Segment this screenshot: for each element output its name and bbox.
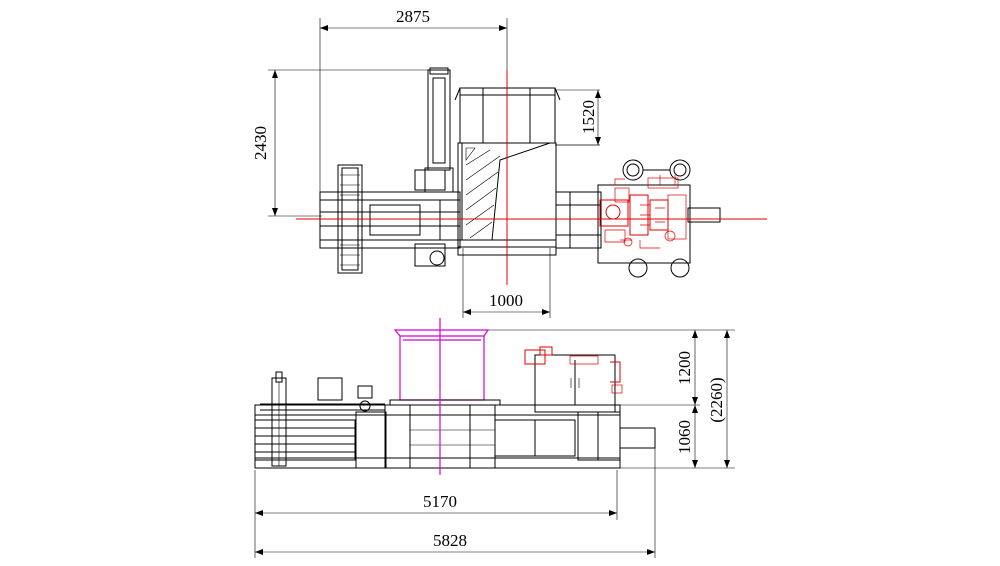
dimension-label-1000: 1000	[489, 291, 523, 310]
output-section-top	[555, 144, 602, 249]
dimension-5170: 5170	[254, 470, 618, 558]
top-centerlines	[296, 70, 767, 285]
dimension-1000: 1000	[462, 248, 551, 318]
hydraulic-unit-side	[524, 346, 623, 413]
dimension-label-5828: 5828	[433, 531, 467, 550]
dimension-2875: 2875	[319, 7, 508, 215]
dimension-1520: 1520	[555, 89, 601, 146]
main-frame-side	[254, 399, 656, 469]
dimension-label-2260: (2260)	[707, 377, 726, 422]
side-view: 1200 1060 (2260) 5170 5828	[254, 318, 735, 558]
hopper-side	[393, 329, 490, 401]
dimension-label-1520: 1520	[579, 100, 598, 134]
dimension-label-1060: 1060	[675, 420, 694, 454]
dimension-label-5170: 5170	[423, 492, 457, 511]
top-view: 2875 2430 1520 1000	[251, 7, 767, 318]
dimension-label-2430: 2430	[251, 126, 270, 160]
tying-device-side	[254, 371, 387, 469]
dimension-2430: 2430	[251, 69, 430, 217]
dimension-vertical-side: 1200 1060 (2260)	[488, 329, 735, 469]
hydraulic-unit-top	[597, 159, 721, 278]
cylinder-tower	[424, 67, 454, 193]
dimension-5828: 5828	[255, 440, 656, 558]
dimension-label-2875: 2875	[396, 7, 430, 26]
dimension-label-1200: 1200	[675, 351, 694, 385]
